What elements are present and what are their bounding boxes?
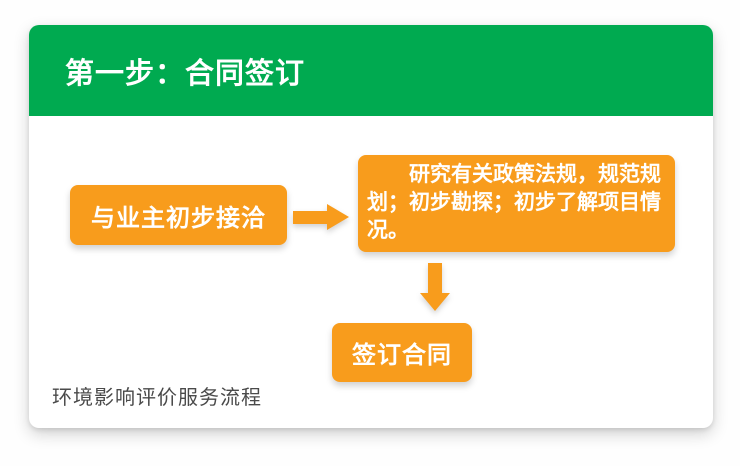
flow-node-sign-contract: 签订合同 <box>332 323 472 382</box>
arrow-down-icon <box>420 263 450 311</box>
flow-node-research: 研究有关政策法规，规范规划；初步勘探；初步了解项目情况。 <box>358 155 675 252</box>
arrow-right-head <box>327 204 349 230</box>
caption-text: 环境影响评价服务流程 <box>52 387 262 409</box>
arrow-down-shaft <box>428 263 442 293</box>
arrow-right-shaft <box>293 210 327 224</box>
flow-node-sign-contract-label: 签订合同 <box>352 342 452 369</box>
step-title: 第一步：合同签订 <box>65 57 306 90</box>
flowchart-card: 第一步：合同签订 与业主初步接洽 研究有关政策法规，规范规划；初步勘探；初步了解… <box>29 25 713 428</box>
arrow-down-head <box>420 293 450 311</box>
arrow-right-icon <box>293 204 349 230</box>
flow-node-initial-contact: 与业主初步接洽 <box>70 185 287 245</box>
card-header: 第一步：合同签订 <box>29 25 713 116</box>
flow-node-research-text: 研究有关政策法规，规范规划；初步勘探；初步了解项目情况。 <box>367 163 661 242</box>
flow-node-initial-contact-label: 与业主初步接洽 <box>91 204 266 232</box>
